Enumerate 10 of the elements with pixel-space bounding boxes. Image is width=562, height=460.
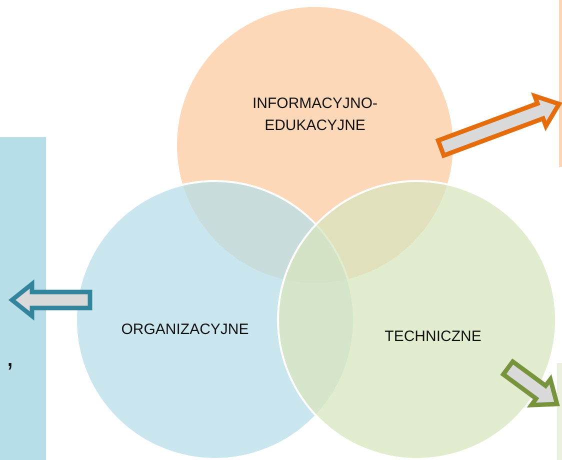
punctuation-mark: , (5, 342, 15, 372)
circle-label: ORGANIZACYJNE (90, 319, 280, 341)
block-arrow (435, 92, 562, 158)
circle-label: INFORMACYJNO- EDUKACYJNE (225, 93, 405, 137)
side-panel (0, 137, 46, 460)
circle-label: TECHNICZNE (373, 326, 493, 348)
block-arrow (8, 279, 92, 321)
side-panel (557, 363, 562, 460)
side-panel (559, 0, 562, 167)
block-arrow (500, 358, 560, 408)
